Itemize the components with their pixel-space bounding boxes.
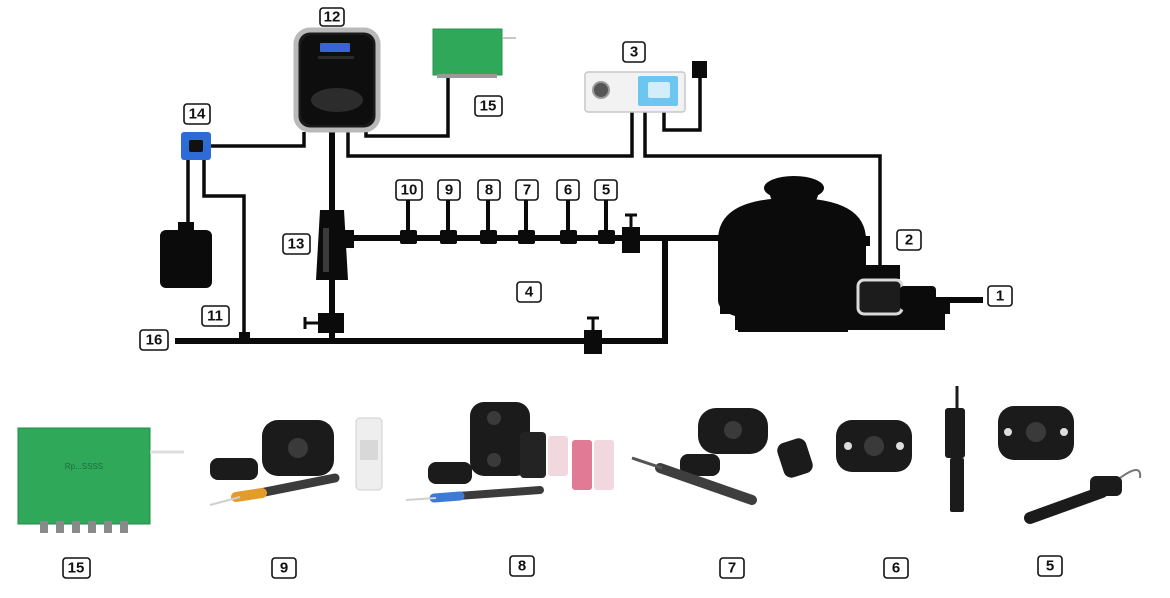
svg-text:16: 16 xyxy=(146,332,163,349)
cell-valve xyxy=(303,313,344,333)
label-5: 5 xyxy=(594,179,618,201)
sensor-fittings xyxy=(400,200,615,244)
label-16: 16 xyxy=(139,329,169,351)
product-labels: 15 9 8 7 6 5 xyxy=(62,555,1063,579)
label-9: 9 xyxy=(437,179,461,201)
svg-text:2: 2 xyxy=(905,232,913,249)
svg-text:9: 9 xyxy=(280,560,288,577)
product-orp-probe-kit-8 xyxy=(405,402,614,503)
fitting-9 xyxy=(440,230,457,244)
fitting-6 xyxy=(560,230,577,244)
label-6: 6 xyxy=(556,179,580,201)
injector-fitting xyxy=(239,332,250,344)
product-level-sensor-5 xyxy=(998,406,1142,524)
svg-text:14: 14 xyxy=(189,106,206,123)
label-14: 14 xyxy=(183,103,211,125)
dosing-pump xyxy=(181,132,211,160)
svg-text:3: 3 xyxy=(630,44,638,61)
controller-screen xyxy=(320,43,350,52)
chemical-tank xyxy=(160,222,212,288)
svg-text:13: 13 xyxy=(288,236,305,253)
fitting-5 xyxy=(598,230,615,244)
product-label-15: 15 xyxy=(62,557,91,579)
power-switch xyxy=(692,61,707,78)
label-12: 12 xyxy=(319,7,345,27)
svg-text:9: 9 xyxy=(445,182,453,199)
panel-brand-text: Rp...SSSS xyxy=(65,462,103,471)
fitting-8 xyxy=(480,230,497,244)
product-flow-switch-6 xyxy=(836,386,965,512)
product-panel-15: Rp...SSSS xyxy=(17,427,184,533)
svg-text:7: 7 xyxy=(728,560,736,577)
svg-text:1: 1 xyxy=(996,288,1004,305)
product-ph-probe-kit-9 xyxy=(209,417,383,506)
label-7: 7 xyxy=(515,179,539,201)
svg-text:10: 10 xyxy=(401,182,418,199)
svg-text:12: 12 xyxy=(324,9,341,26)
chlorinator-controller xyxy=(293,27,381,133)
label-13: 13 xyxy=(282,233,311,255)
svg-text:6: 6 xyxy=(892,560,900,577)
svg-text:7: 7 xyxy=(523,182,531,199)
label-3: 3 xyxy=(622,41,646,63)
product-label-5: 5 xyxy=(1037,555,1063,577)
product-temperature-probe-7 xyxy=(631,408,813,505)
svg-text:11: 11 xyxy=(207,308,223,325)
dosing-cable xyxy=(210,132,306,148)
label-2: 2 xyxy=(896,229,922,251)
svg-text:15: 15 xyxy=(68,560,85,577)
product-label-9: 9 xyxy=(271,557,297,579)
fitting-7 xyxy=(518,230,535,244)
box-cable xyxy=(346,112,634,158)
svg-text:5: 5 xyxy=(602,182,610,199)
svg-text:4: 4 xyxy=(525,284,534,301)
wiring xyxy=(186,76,882,336)
return-valve xyxy=(584,316,602,354)
fitting-10 xyxy=(400,230,417,244)
label-1: 1 xyxy=(987,285,1013,307)
svg-text:8: 8 xyxy=(518,558,526,575)
control-box xyxy=(584,71,686,113)
label-8: 8 xyxy=(477,179,501,201)
svg-text:15: 15 xyxy=(480,98,497,115)
power-supply-panel xyxy=(432,28,516,78)
pump-motor xyxy=(856,265,936,316)
label-4: 4 xyxy=(516,281,542,303)
electrolysis-cell xyxy=(316,210,354,280)
product-label-7: 7 xyxy=(719,557,745,579)
svg-text:6: 6 xyxy=(564,182,572,199)
injection-tube xyxy=(202,160,246,336)
switch-cable xyxy=(662,78,702,132)
label-10: 10 xyxy=(395,179,423,201)
label-11: 11 xyxy=(201,305,230,327)
product-label-8: 8 xyxy=(509,555,535,577)
label-15-top: 15 xyxy=(474,95,503,117)
sensor-valve xyxy=(622,213,640,253)
svg-text:5: 5 xyxy=(1046,558,1054,575)
callout-labels: 12 15 3 14 13 10 9 8 7 6 5 2 1 4 11 16 xyxy=(139,7,1013,351)
pump-cable xyxy=(643,112,882,270)
svg-text:8: 8 xyxy=(485,182,493,199)
product-label-6: 6 xyxy=(883,557,909,579)
